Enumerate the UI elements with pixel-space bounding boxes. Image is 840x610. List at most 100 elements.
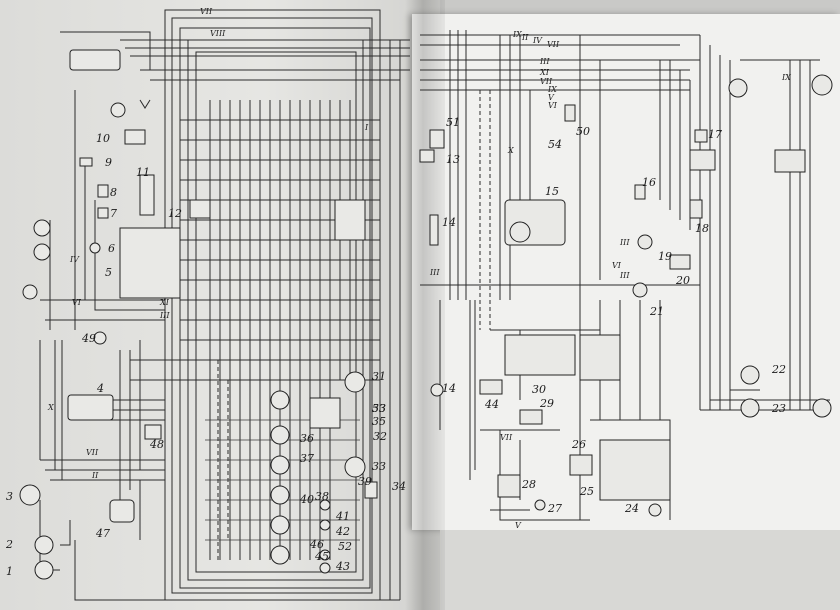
gauge-40 (270, 515, 290, 535)
label-18: 18 (695, 222, 709, 235)
label-6: 6 (108, 242, 115, 255)
book-gutter (405, 0, 445, 610)
component-2 (34, 535, 54, 555)
component-12 (189, 199, 211, 219)
component-28 (497, 474, 521, 498)
component-17 (694, 129, 708, 143)
wire-harness-left (39, 9, 410, 601)
label-19: 19 (658, 250, 672, 263)
component-44 (479, 379, 503, 395)
marker-ix-r: IX (512, 30, 522, 39)
wire-harness-right (420, 30, 830, 521)
component-23 (740, 398, 760, 418)
label-46: 46 (309, 538, 324, 551)
label-29: 29 (539, 397, 554, 410)
label-13: 13 (446, 153, 460, 166)
label-37: 37 (300, 452, 314, 465)
component-20 (669, 254, 691, 270)
marker-vii-left: VII (86, 448, 99, 457)
label-14-bottom: 14 (442, 382, 456, 395)
label-41: 41 (335, 510, 350, 523)
side-lamp-2 (33, 243, 51, 261)
marker-viii-top: VIII (210, 29, 226, 38)
marker-vi-r: VI (548, 101, 558, 110)
component-9 (79, 157, 93, 167)
relay-block (334, 199, 366, 241)
component-13 (419, 149, 435, 163)
component-51 (429, 129, 445, 149)
label-42: 42 (335, 525, 350, 538)
marker-vi-r4: VI (612, 261, 622, 270)
component-50 (564, 104, 576, 122)
label-30: 30 (532, 383, 546, 396)
connector-block-far-right (774, 149, 806, 173)
label-35: 35 (372, 415, 386, 428)
component-25 (599, 439, 671, 501)
component-30-left (504, 334, 576, 376)
label-39: 39 (358, 475, 372, 488)
marker-xi-r: XI (539, 68, 550, 77)
gauge-38 (270, 485, 290, 505)
component-21 (632, 282, 648, 298)
label-34: 34 (392, 480, 406, 493)
marker-xi-left: XI (159, 298, 170, 307)
component-49 (93, 331, 107, 345)
label-33-top: 33 (372, 402, 386, 415)
marker-vi-left: VI (72, 298, 82, 307)
marker-vii-top: VII (200, 7, 213, 16)
headlight-unit-top (69, 49, 121, 71)
component-11 (139, 174, 155, 216)
component-27 (534, 499, 546, 511)
component-47 (109, 499, 135, 523)
label-25: 25 (579, 485, 594, 498)
label-5: 5 (105, 266, 112, 279)
label-12: 12 (168, 207, 182, 220)
component-35 (309, 397, 341, 429)
component-30-right (579, 334, 621, 381)
lamp-45 (319, 549, 331, 561)
label-11: 11 (136, 166, 150, 179)
marker-v-lower: V (515, 521, 522, 530)
label-8: 8 (110, 186, 117, 199)
label-53: 53 (372, 402, 386, 415)
marker-v-r: V (548, 93, 555, 102)
wire-markers: VII VIII IX II I V VII III XI VII IX V VI… (47, 7, 791, 530)
component-labels: 1 2 3 4 5 6 7 8 9 10 11 12 13 14 14 15 1… (5, 116, 786, 578)
label-10: 10 (96, 132, 110, 145)
component-3 (19, 484, 41, 506)
gauge-31 (344, 371, 366, 393)
label-14-top: 14 (442, 216, 456, 229)
side-lamp-1 (33, 219, 51, 237)
label-15: 15 (545, 185, 559, 198)
lamp-symbol (110, 102, 126, 118)
label-24: 24 (624, 502, 639, 515)
lamp-43 (319, 562, 331, 574)
label-26: 26 (571, 438, 586, 451)
lamp-42 (319, 519, 331, 531)
components-right (419, 74, 833, 517)
label-22: 22 (771, 363, 786, 376)
component-34 (364, 481, 378, 499)
marker-vii-r: VII (547, 40, 560, 49)
label-40: 40 (299, 493, 314, 506)
fuse-block-5 (119, 227, 181, 299)
label-45: 45 (314, 550, 329, 563)
component-7 (97, 207, 109, 219)
component-22 (740, 365, 760, 385)
marker-iii-r5: III (619, 271, 630, 280)
label-2: 2 (5, 538, 13, 551)
lamp-41 (319, 499, 331, 511)
marker-iii-r: III (539, 57, 550, 66)
right-page-lower-margin (440, 530, 840, 610)
label-7: 7 (110, 207, 117, 220)
marker-i-mid: I (364, 123, 369, 132)
label-44: 44 (484, 398, 499, 411)
component-18 (689, 199, 703, 219)
starter-motor (509, 221, 531, 243)
marker-ii-left: II (91, 471, 99, 480)
marker-ix-far: IX (781, 73, 791, 82)
label-28: 28 (521, 478, 536, 491)
label-51: 51 (446, 116, 460, 129)
